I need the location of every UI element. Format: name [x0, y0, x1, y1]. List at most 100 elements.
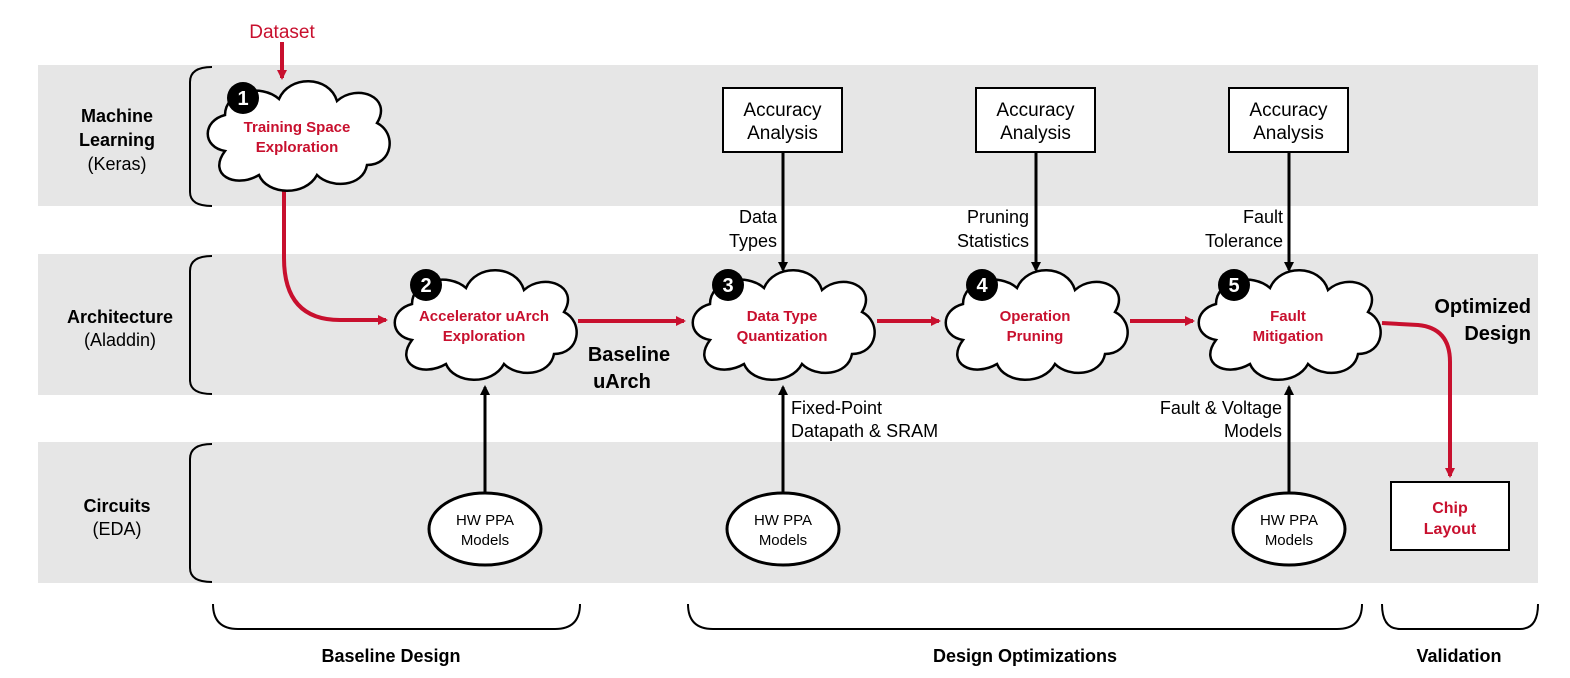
- hw-models-5-line1: HW PPA: [1260, 512, 1318, 529]
- red-flow: [277, 42, 1455, 478]
- layer-tool-circuits: (EDA): [93, 519, 142, 539]
- edge-labels: Data Types Pruning Statistics Fault Tole…: [729, 207, 1283, 441]
- step-4-label-line2: Pruning: [1007, 328, 1064, 345]
- step-3-label-line2: Quantization: [737, 328, 828, 345]
- step-1-cloud: Training Space Exploration: [206, 79, 391, 193]
- layer-tool-ml: (Keras): [87, 154, 146, 174]
- layer-label-circuits: Circuits: [83, 496, 150, 516]
- step-4-number: 4: [976, 275, 988, 297]
- hw-models-2-ellipse: [427, 491, 543, 567]
- accuracy-box-4-line1: Accuracy: [996, 100, 1075, 121]
- step-4-badge-circle: [966, 269, 998, 301]
- phase-labels: Baseline Design Design Optimizations Val…: [321, 646, 1501, 666]
- label-data-types-2: Types: [729, 231, 777, 251]
- label-fault-voltage-2: Models: [1224, 421, 1282, 441]
- chip-layout-box: Chip Layout: [1390, 481, 1510, 551]
- step-5-badge: 5: [1218, 269, 1250, 301]
- layer-label-arch: Architecture: [67, 307, 173, 327]
- step-5-cloud: Fault Mitigation: [1197, 268, 1382, 382]
- step-1-number: 1: [237, 88, 248, 110]
- step-2-badge-circle: [410, 269, 442, 301]
- step-3-number: 3: [722, 275, 733, 297]
- step-5-badge-circle: [1218, 269, 1250, 301]
- step-5-label-line1: Fault: [1270, 308, 1306, 325]
- brace-baseline-design: [212, 603, 581, 630]
- chip-layout-line2: Layout: [1424, 521, 1477, 538]
- accuracy-box-5-line1: Accuracy: [1249, 100, 1328, 121]
- brace-design-optimizations: [687, 603, 1363, 630]
- hw-models: HW PPA Models HW PPA Models HW PPA Model…: [427, 491, 1347, 567]
- hw-models-3-line1: HW PPA: [754, 512, 812, 529]
- arrow-1-to-2: [282, 190, 388, 325]
- hw-models-5-ellipse: [1231, 491, 1347, 567]
- step-5-number: 5: [1228, 275, 1239, 297]
- step-4-badge: 4: [966, 269, 998, 301]
- phase-label-optimizations: Design Optimizations: [933, 646, 1117, 666]
- step-4-cloud: Operation Pruning: [944, 268, 1129, 382]
- accuracy-box-3-line1: Accuracy: [743, 100, 822, 121]
- label-pruning-stats-2: Statistics: [957, 231, 1029, 251]
- label-data-types-1: Data: [739, 207, 778, 227]
- hw-models-3-line2: Models: [759, 532, 807, 549]
- label-fault-tolerance-1: Fault: [1243, 207, 1283, 227]
- accuracy-box-3-line2: Analysis: [747, 123, 818, 144]
- accuracy-box-4-line2: Analysis: [1000, 123, 1071, 144]
- phase-label-baseline: Baseline Design: [321, 646, 460, 666]
- step-5-label-line2: Mitigation: [1253, 328, 1324, 345]
- bracket-circuits: [189, 443, 213, 583]
- accuracy-box-4-frame: [975, 87, 1096, 153]
- step-1-label-line2: Exploration: [256, 139, 339, 156]
- label-optimized-design-1: Optimized: [1434, 296, 1531, 318]
- step-2-label-line1: Accelerator uArch: [419, 308, 549, 325]
- chip-layout-frame: [1390, 481, 1510, 551]
- layer-label-ml-1: Machine: [81, 106, 153, 126]
- step-4-label-line1: Operation: [1000, 308, 1071, 325]
- accuracy-boxes: Accuracy Analysis Accuracy Analysis Accu…: [722, 87, 1349, 153]
- black-flow: [480, 152, 1294, 493]
- label-optimized-design-2: Design: [1464, 323, 1531, 345]
- hw-models-3: HW PPA Models: [725, 491, 841, 567]
- label-pruning-stats-1: Pruning: [967, 207, 1029, 227]
- chip-layout-line1: Chip: [1432, 500, 1468, 517]
- hw-models-2-line1: HW PPA: [456, 512, 514, 529]
- step-3-label-line1: Data Type: [747, 308, 818, 325]
- label-fault-tolerance-2: Tolerance: [1205, 231, 1283, 251]
- hw-models-5: HW PPA Models: [1231, 491, 1347, 567]
- label-fault-voltage-1: Fault & Voltage: [1160, 398, 1282, 418]
- label-baseline-uarch-2: uArch: [593, 371, 651, 393]
- phase-braces: [212, 603, 1539, 630]
- step-2-label-line2: Exploration: [443, 328, 526, 345]
- layer-tool-arch: (Aladdin): [84, 330, 156, 350]
- accuracy-box-3-frame: [722, 87, 843, 153]
- hw-models-2: HW PPA Models: [427, 491, 543, 567]
- layer-label-ml-2: Learning: [79, 130, 155, 150]
- hw-models-2-line2: Models: [461, 532, 509, 549]
- label-baseline-uarch-1: Baseline: [588, 344, 670, 366]
- layer-labels: Machine Learning (Keras) Architecture (A…: [67, 106, 173, 539]
- hw-models-5-line2: Models: [1265, 532, 1313, 549]
- step-3-badge-circle: [712, 269, 744, 301]
- step-2-cloud: Accelerator uArch Exploration: [393, 268, 578, 382]
- step-1-badge-circle: [227, 82, 259, 114]
- accuracy-box-5-frame: [1228, 87, 1349, 153]
- arrow-5-to-chip: [1381, 321, 1455, 478]
- step-3-badge: 3: [712, 269, 744, 301]
- step-badges: 1 2 3 4 5: [227, 82, 1250, 301]
- accuracy-box-3: Accuracy Analysis: [722, 87, 843, 153]
- bold-edge-labels: Baseline uArch Optimized Design: [588, 296, 1531, 393]
- brace-validation: [1381, 603, 1539, 630]
- bracket-machine-learning: [189, 66, 213, 207]
- step-2-number: 2: [420, 275, 431, 297]
- dataset-label: Dataset: [249, 22, 315, 43]
- accuracy-box-4: Accuracy Analysis: [975, 87, 1096, 153]
- bracket-architecture: [189, 255, 213, 395]
- step-2-badge: 2: [410, 269, 442, 301]
- accuracy-box-5-line2: Analysis: [1253, 123, 1324, 144]
- accuracy-box-5: Accuracy Analysis: [1228, 87, 1349, 153]
- layer-brackets: [189, 66, 213, 583]
- step-3-cloud: Data Type Quantization: [691, 268, 876, 382]
- step-1-badge: 1: [227, 82, 259, 114]
- step-1-label-line1: Training Space: [244, 119, 351, 136]
- phase-label-validation: Validation: [1416, 646, 1501, 666]
